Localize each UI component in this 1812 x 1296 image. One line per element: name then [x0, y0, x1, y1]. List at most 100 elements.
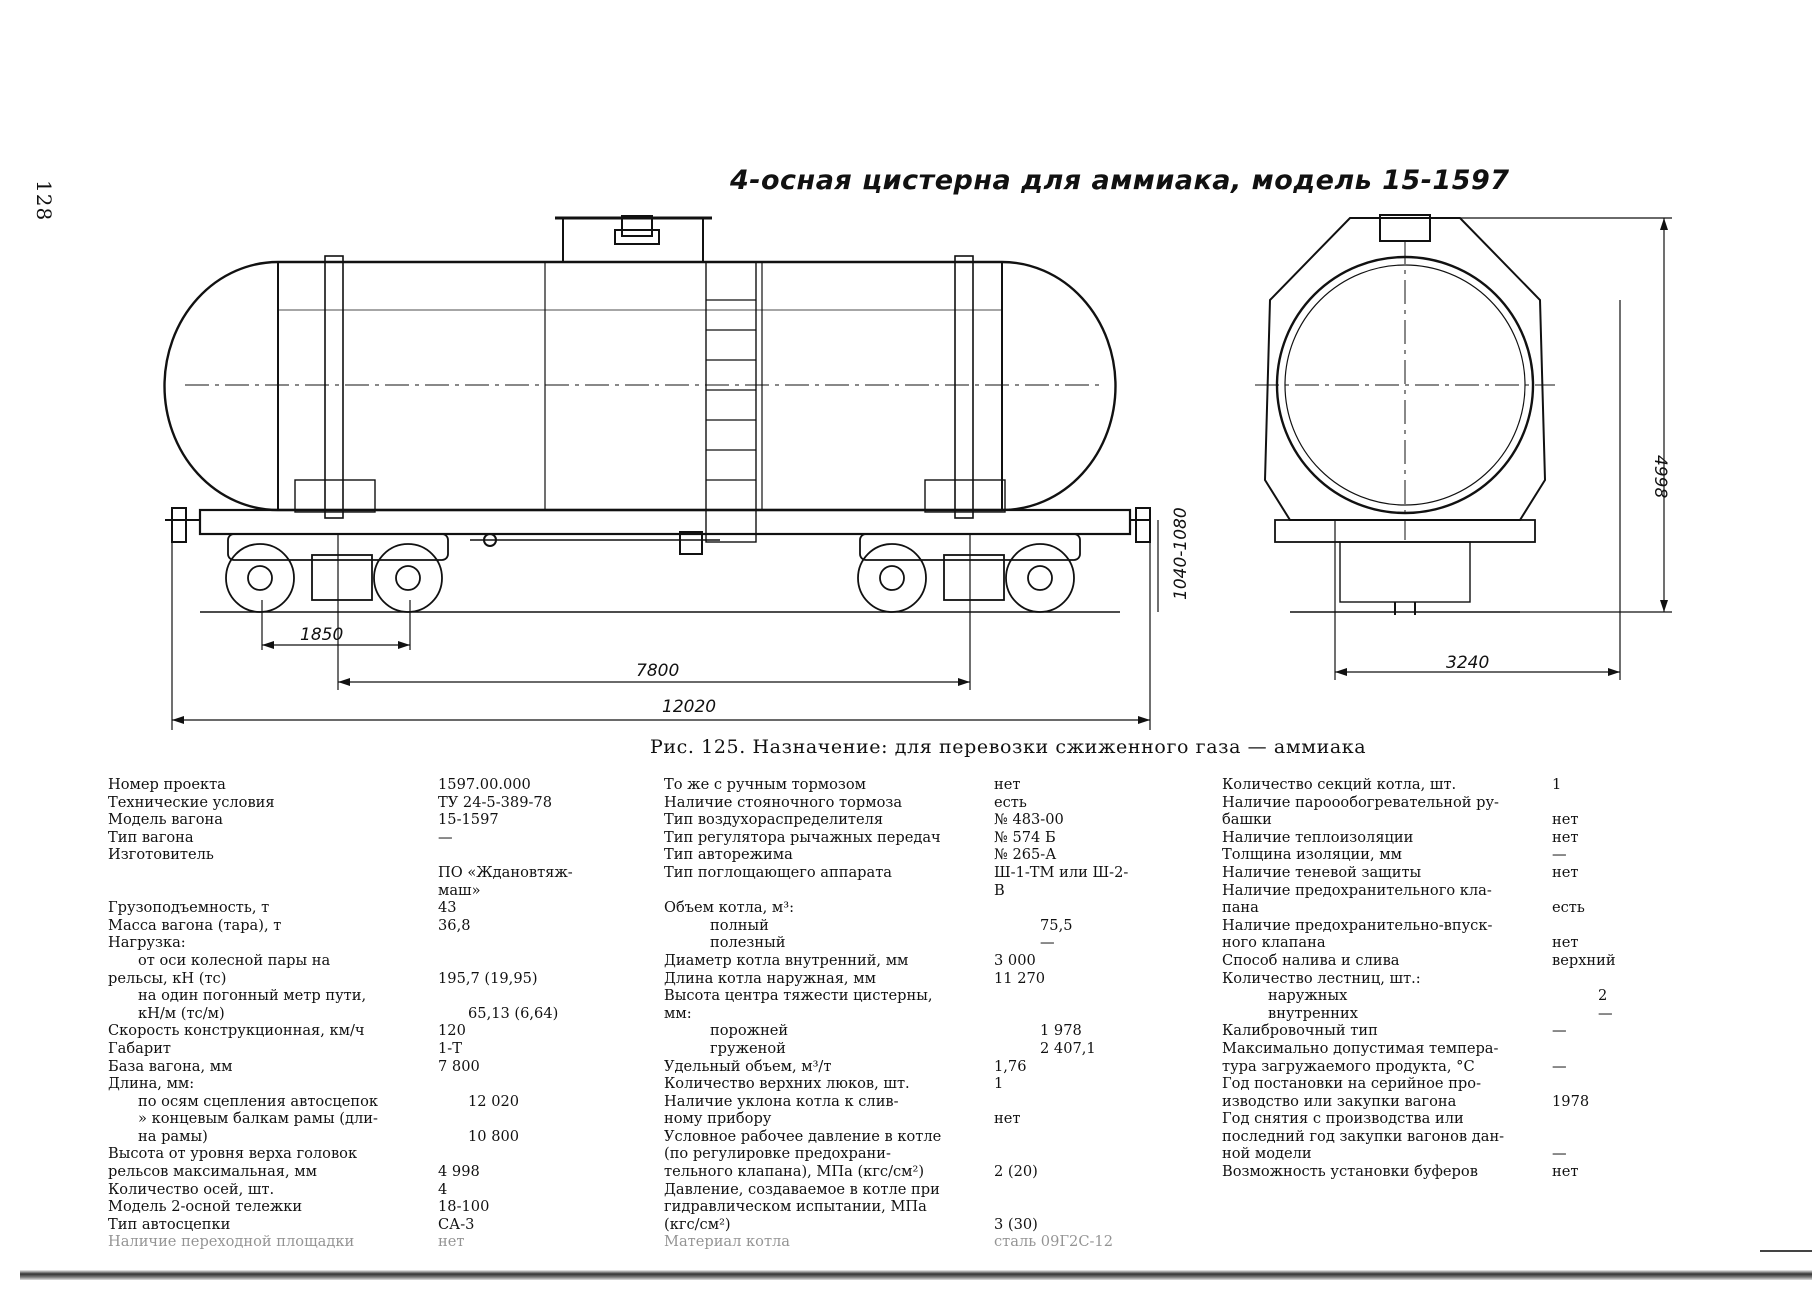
spec-value: 2 (20): [994, 1163, 1038, 1181]
spec-label: Тип вагона: [108, 828, 194, 846]
dim-width: 3240: [1446, 653, 1489, 673]
spec-value: есть: [1552, 899, 1585, 917]
spec-value: [1540, 1075, 1552, 1093]
spec-value: 12 020: [468, 1092, 520, 1110]
dim-bogie-base: 1850: [300, 625, 343, 645]
spec-label: от оси колесной пары на: [138, 951, 331, 969]
spec-label: Наличие предохранительного кла-: [1222, 881, 1492, 899]
spec-row: Наличие предохранительного кла-: [1222, 882, 1672, 900]
spec-value: 1597.00.000: [438, 776, 531, 793]
spec-row: ного клапана нет: [1222, 934, 1672, 952]
spec-value: ТУ 24-5-389-78: [438, 793, 552, 811]
spec-label: Длина котла наружная, мм: [664, 969, 876, 987]
spec-label: Год снятия с производства или: [1222, 1110, 1464, 1128]
spec-row: Условное рабочее давление в котле: [664, 1128, 1134, 1146]
dim-wagon-base: 7800: [636, 661, 679, 681]
tank-car-drawing: 1850 7800 12020 3240 1040-1080 4998: [163, 214, 1672, 730]
spec-value: 15-1597: [438, 811, 499, 829]
spec-value: 18-100: [438, 1198, 490, 1216]
spec-row: Изготовитель: [108, 846, 578, 864]
spec-value: 1: [1552, 776, 1562, 793]
spec-label: полезный: [710, 934, 786, 952]
spec-label: [108, 882, 426, 900]
spec-value: нет: [1552, 934, 1579, 952]
spec-value: нет: [1552, 828, 1579, 846]
spec-row: » концевым балкам рамы (дли-: [108, 1110, 578, 1128]
spec-row: (по регулировке предохрани-: [664, 1145, 1134, 1163]
spec-label: полный: [710, 916, 769, 934]
spec-value: 4 998: [438, 1163, 480, 1181]
spec-value: Ш-1-ТМ или Ш-2-В: [994, 863, 1129, 899]
spec-label: Скорость конструкционная, км/ч: [108, 1022, 365, 1040]
spec-value: [1540, 970, 1552, 988]
spec-value: 1,76: [994, 1057, 1027, 1075]
spec-label: внутренних: [1268, 1004, 1358, 1022]
spec-value: [456, 952, 468, 970]
spec-label: Возможность установки буферов: [1222, 1163, 1478, 1181]
figure-caption: Рис. 125. Назначение: для перевозки сжиж…: [650, 736, 1367, 758]
spec-value: [982, 987, 994, 1005]
spec-row: Количество лестниц, шт.:: [1222, 970, 1672, 988]
spec-value: 120: [438, 1022, 466, 1040]
spec-label: башки: [1222, 811, 1272, 829]
spec-label: кН/м (тс/м): [138, 1004, 225, 1022]
spec-label: Габарит: [108, 1039, 171, 1057]
spec-label: пана: [1222, 899, 1259, 917]
spec-row: Количество осей, шт.4: [108, 1181, 578, 1199]
spec-row: от оси колесной пары на: [108, 952, 578, 970]
spec-value: нет: [994, 776, 1021, 793]
drawing-title: 4-осная цистерна для аммиака, модель 15-…: [730, 165, 1510, 196]
spec-label: мм:: [664, 1004, 692, 1022]
spec-label: груженой: [710, 1039, 786, 1057]
spec-value: 1: [994, 1075, 1004, 1093]
spec-value: [982, 1181, 994, 1199]
spec-row: маш»: [108, 882, 578, 900]
spec-value: [426, 846, 438, 864]
dim-height: 4998: [1650, 455, 1670, 498]
spec-value: есть: [994, 793, 1027, 811]
spec-row: кН/м (тс/м)65,13 (6,64): [108, 1005, 578, 1023]
spec-row: на один погонный метр пути,: [108, 987, 578, 1005]
spec-value: [426, 934, 438, 952]
spec-value: нет: [1552, 863, 1579, 881]
spec-row: Скорость конструкционная, км/ч 120: [108, 1022, 578, 1040]
spec-row: ной модели—: [1222, 1145, 1672, 1163]
spec-value: 43: [438, 899, 457, 917]
spec-row: полезный—: [664, 934, 1134, 952]
spec-row: (кгс/см²)3 (30): [664, 1216, 1134, 1234]
spec-label: ного клапана: [1222, 934, 1326, 952]
spec-row: Высота от уровня верха головок: [108, 1145, 578, 1163]
spec-label: Количество лестниц, шт.:: [1222, 969, 1421, 987]
spec-value: 75,5: [1040, 916, 1073, 934]
spec-value: [982, 1145, 994, 1163]
spec-row: Объем котла, м³:: [664, 899, 1134, 917]
spec-label: наружных: [1268, 987, 1348, 1005]
spec-row: Толщина изоляции, мм—: [1222, 846, 1672, 864]
spec-label: Год постановки на серийное про-: [1222, 1075, 1481, 1093]
spec-label: Наличие предохранительно-впуск-: [1222, 916, 1493, 934]
spec-value: —: [438, 828, 453, 846]
spec-label: Диаметр котла внутренний, мм: [664, 951, 909, 969]
spec-value: [982, 899, 994, 917]
spec-value: [1540, 1040, 1552, 1058]
spec-value: [1540, 1110, 1552, 1128]
spec-label: Удельный объем, м³/т: [664, 1057, 832, 1075]
spec-value: [982, 1093, 994, 1111]
spec-label: Калибровочный тип: [1222, 1022, 1378, 1040]
spec-value: [1540, 882, 1552, 900]
spec-value: 7 800: [438, 1057, 480, 1075]
spec-label: Количество секций котла, шт.: [1222, 776, 1457, 793]
spec-row: Наличие предохранительно-впуск-: [1222, 917, 1672, 935]
spec-label: Модель вагона: [108, 811, 223, 829]
spec-label: Количество верхних люков, шт.: [664, 1075, 910, 1093]
spec-value: № 574 Б: [994, 828, 1056, 846]
spec-label: Количество осей, шт.: [108, 1180, 275, 1198]
spec-label: Грузоподъемность, т: [108, 899, 270, 917]
